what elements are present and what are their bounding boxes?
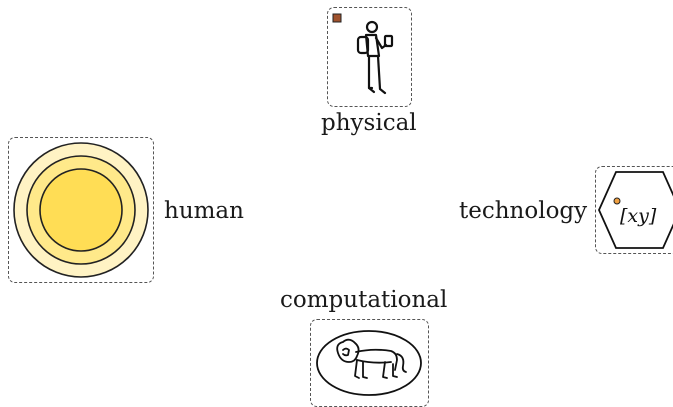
lion-in-ellipse-icon [316, 330, 422, 396]
technology-hexagon-text: [xy] [620, 205, 657, 227]
hexagon-icon [598, 171, 673, 249]
technology-label: technology [459, 198, 588, 224]
physical-node-box [327, 7, 412, 107]
computational-node-box [310, 319, 429, 407]
concentric-circles-icon [13, 142, 149, 278]
physical-label: physical [321, 110, 417, 136]
human-node-box [8, 137, 154, 283]
human-label: human [164, 198, 244, 224]
computational-label: computational [280, 287, 448, 313]
technology-node-box: [xy] [595, 166, 673, 254]
hiker-with-backpack-icon [332, 13, 394, 95]
